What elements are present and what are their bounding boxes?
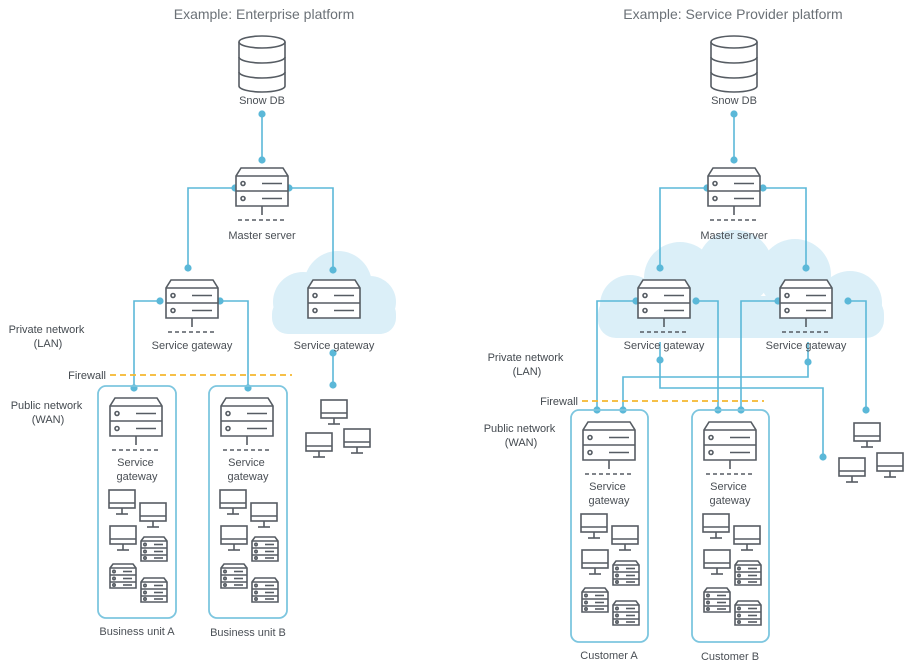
server-icon xyxy=(707,167,761,221)
monitor-icon xyxy=(733,525,761,551)
customer-a-gateway-label: Service gateway xyxy=(589,481,630,507)
storage-icon xyxy=(581,587,609,613)
icon-layer xyxy=(108,35,904,626)
right-private-network-label: Private network (LAN) xyxy=(488,352,567,378)
monitor-icon xyxy=(220,525,248,551)
storage-icon xyxy=(734,600,762,626)
monitor-icon xyxy=(219,489,247,515)
right-gateway1-label: Service gateway xyxy=(624,340,705,352)
storage-icon xyxy=(109,563,137,589)
monitor-icon xyxy=(139,502,167,528)
business-unit-a-box xyxy=(97,385,177,619)
server-icon xyxy=(307,279,361,319)
server-icon xyxy=(779,279,833,333)
monitor-icon xyxy=(343,428,371,454)
right-firewall-label: Firewall xyxy=(540,396,578,408)
monitor-icon xyxy=(702,513,730,539)
left-private-line2: (LAN) xyxy=(34,338,63,350)
left-firewall-label: Firewall xyxy=(68,370,106,382)
server-icon xyxy=(165,279,219,333)
monitor-icon xyxy=(611,525,639,551)
monitor-icon xyxy=(305,432,333,458)
monitor-icon xyxy=(853,422,881,448)
monitor-icon xyxy=(581,549,609,575)
left-private-network-label: Private network (LAN) xyxy=(9,324,88,350)
monitor-icon xyxy=(250,502,278,528)
customer-a-box xyxy=(570,409,649,643)
right-links xyxy=(593,110,870,461)
server-icon xyxy=(220,397,274,451)
monitor-icon xyxy=(108,489,136,515)
left-public-network-label: Public network (WAN) xyxy=(11,400,86,426)
left-gateway2-label: Service gateway xyxy=(294,340,375,352)
database-icon xyxy=(238,35,286,93)
server-icon xyxy=(235,167,289,221)
monitor-icon xyxy=(109,525,137,551)
customer-b-label: Customer B xyxy=(701,651,759,663)
right-gateway2-label: Service gateway xyxy=(766,340,847,352)
storage-icon xyxy=(251,536,279,562)
left-title: Example: Enterprise platform xyxy=(174,6,355,22)
server-icon xyxy=(703,421,757,475)
storage-icon xyxy=(251,577,279,603)
business-unit-b-label: Business unit B xyxy=(210,627,286,639)
customer-a-label: Customer A xyxy=(580,650,638,662)
monitor-icon xyxy=(580,513,608,539)
customer-b-box xyxy=(691,409,770,643)
storage-icon xyxy=(140,577,168,603)
monitor-icon xyxy=(320,399,348,425)
storage-icon xyxy=(140,536,168,562)
unit-a-gateway-label: Service gateway xyxy=(117,457,158,483)
left-gateway1-label: Service gateway xyxy=(152,340,233,352)
server-icon xyxy=(109,397,163,451)
storage-icon xyxy=(734,560,762,586)
database-icon xyxy=(710,35,758,93)
right-public-network-label: Public network (WAN) xyxy=(484,423,559,449)
server-icon xyxy=(637,279,691,333)
monitor-icon xyxy=(876,452,904,478)
storage-icon xyxy=(612,560,640,586)
business-unit-b-box xyxy=(208,385,288,619)
unit-b-gateway-label: Service gateway xyxy=(228,457,269,483)
left-public-line2: (WAN) xyxy=(32,414,65,426)
right-db-label: Snow DB xyxy=(711,95,757,107)
server-icon xyxy=(582,421,636,475)
right-master-label: Master server xyxy=(700,230,768,242)
left-master-label: Master server xyxy=(228,230,296,242)
left-public-line1: Public network xyxy=(11,400,83,412)
storage-icon xyxy=(703,587,731,613)
left-private-line1: Private network xyxy=(9,324,85,336)
left-db-label: Snow DB xyxy=(239,95,285,107)
business-unit-a-label: Business unit A xyxy=(99,626,175,638)
monitor-icon xyxy=(703,549,731,575)
storage-icon xyxy=(612,600,640,626)
storage-icon xyxy=(220,563,248,589)
monitor-icon xyxy=(838,457,866,483)
right-title: Example: Service Provider platform xyxy=(623,6,842,22)
customer-b-gateway-label: Service gateway xyxy=(710,481,751,507)
